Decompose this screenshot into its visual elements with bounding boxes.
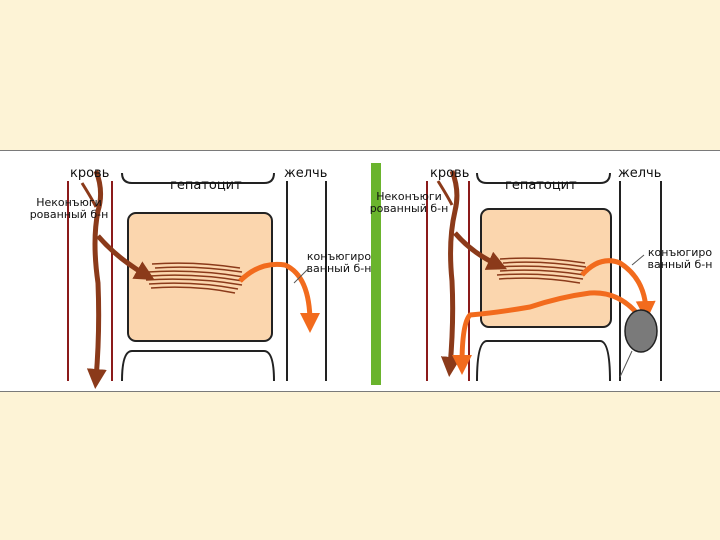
right-cell-top-membrane [476,172,611,184]
left-blood-label: кровь [70,166,110,181]
left-unconjugated-uptake-arrow [96,234,155,280]
right-unconjugated-uptake-arrow [453,231,508,270]
right-bile-obstruction [624,309,658,353]
right-unconjugated-line2: рованный б-н [369,202,449,215]
right-conjugated-line1: конъюгиро [647,246,713,259]
left-panel [67,170,327,389]
right-unconjugated-line1: Неконъюги [376,190,442,203]
right-hepatocyte-cell [480,208,612,328]
left-conjugated-pointer [293,268,309,284]
left-unconjugated-line2: рованный б-н [29,208,109,221]
diagram-canvas [67,163,662,389]
left-er-membranes [145,262,245,294]
left-bile-label: желчь [284,166,328,181]
right-bile-label: желчь [618,166,662,181]
right-cell-bottom-membrane [476,340,611,382]
right-conjugated-line2: ванный б-н [647,258,713,271]
left-hepatocyte-label: гепатоцит [170,178,242,193]
right-unconjugated-label: Неконъюги рованный б-н [364,191,454,215]
right-conjugated-excretion-arrow [580,258,656,321]
right-unconjugated-blood-flow-arrow [440,170,461,377]
right-panel [426,170,662,382]
right-hepatocyte-label: гепатоцит [505,178,577,193]
right-conjugated-label: конъюгиро ванный б-н [642,247,718,271]
left-unconjugated-blood-flow-arrow [86,170,107,389]
left-unconjugated-line1: Неконъюги [36,196,102,209]
left-conjugated-label: конъюгиро ванный б-н [304,251,374,275]
right-conjugated-regurgitation-arrow [452,290,642,375]
left-unconjugated-label: Неконъюги рованный б-н [24,197,114,221]
green-separator [371,163,381,385]
right-vessel-branch [436,180,454,206]
left-conjugated-line2: ванный б-н [306,262,372,275]
left-vessel-branch [80,182,98,208]
left-cell-bottom-membrane [121,350,275,382]
left-cell-top-membrane [121,172,275,184]
left-conjugated-excretion-arrow [238,261,320,333]
left-conjugated-line1: конъюгиро [306,250,372,263]
right-blood-label: кровь [430,166,470,181]
left-hepatocyte-cell [127,212,273,342]
bilirubin-diagram: кровь гепатоцит желчь Неконъюги рованный… [0,150,720,392]
right-conjugated-pointer [631,254,645,266]
right-obstruction-pointer [619,350,633,378]
